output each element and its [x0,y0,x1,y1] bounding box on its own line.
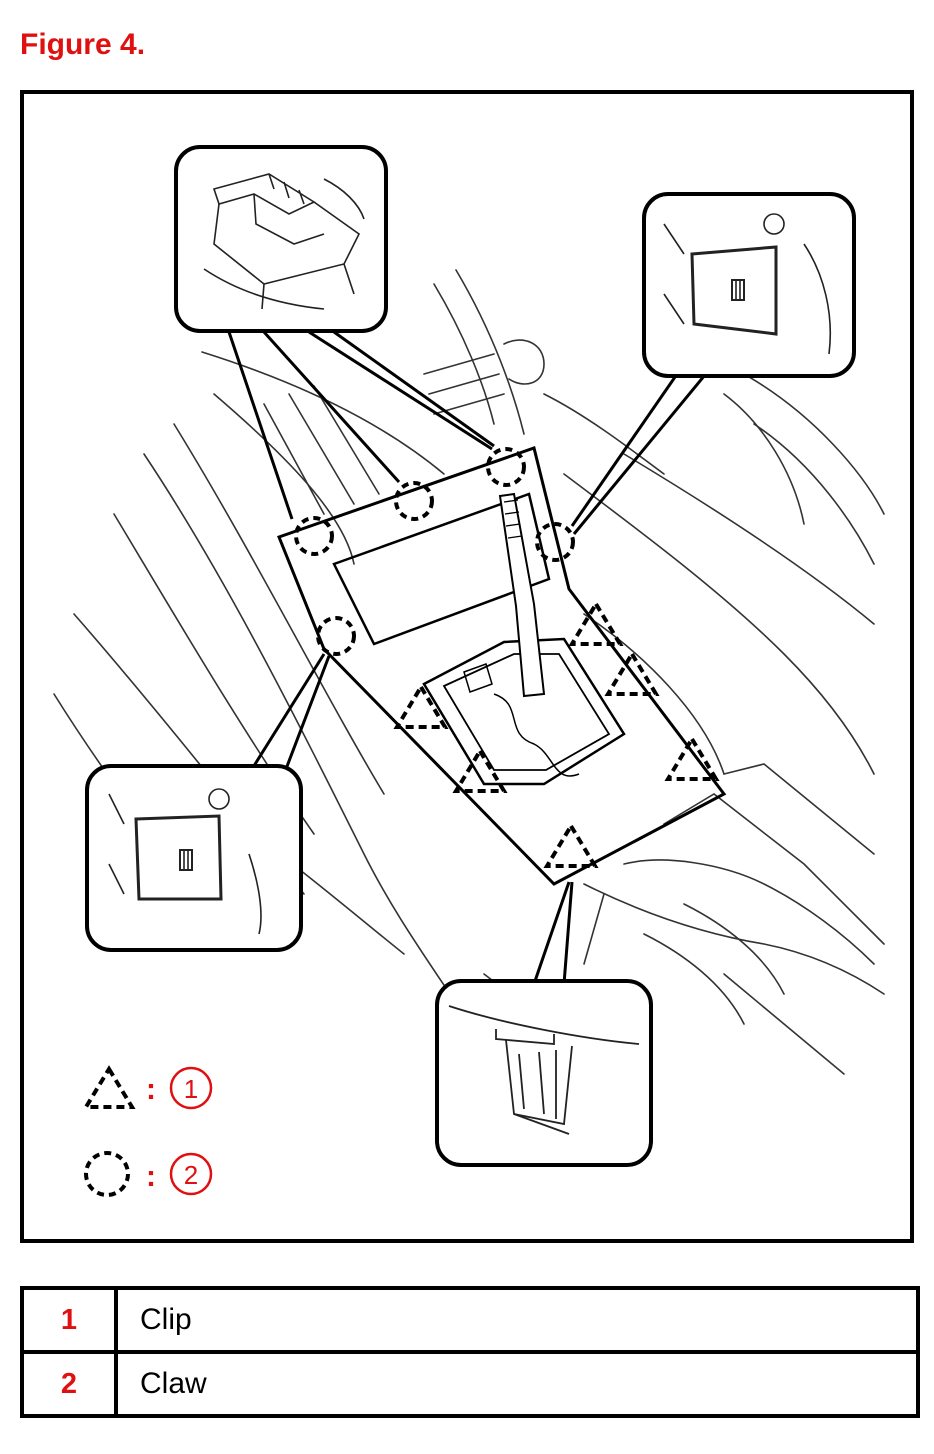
table-row: 1 Clip [20,1286,920,1354]
legend-marker-number: 2 [184,1160,198,1190]
claw-marker [316,616,356,656]
clip-marker [393,683,449,729]
clip-marker [452,747,508,793]
clip-markers [393,600,720,868]
console-diagram: : 1 : 2 [53,145,885,1197]
claw-marker [486,447,526,487]
legend-name: Claw [114,1350,920,1418]
table-row: 2 Claw [20,1350,920,1418]
clip-marker [568,600,624,646]
legend-marker-1: : 1 [82,1065,213,1110]
callout-claw-left [85,764,303,952]
callout-claw-top [174,145,388,333]
svg-text::: : [146,1073,156,1106]
svg-text::: : [146,1160,156,1193]
claw-marker [535,522,575,562]
legend-number-circle-icon [169,1066,213,1110]
clip-marker [604,650,660,696]
leader-lines [227,330,716,985]
claw-marker [294,516,334,556]
figure-title: Figure 4. [20,28,146,61]
legend-triangle-icon [82,1065,136,1109]
claw-markers [294,447,575,656]
legend-marker-2: : 2 [84,1151,213,1197]
legend-number: 2 [20,1350,118,1418]
callout-claw-right [642,192,856,378]
clip-marker [664,735,720,781]
claw-marker [394,481,434,521]
legend-name: Clip [114,1286,920,1354]
legend-marker-number: 1 [184,1074,198,1104]
clip-marker [543,822,599,868]
legend-table: 1 Clip 2 Claw [20,1286,920,1418]
diagram-frame: : 1 : 2 [20,90,914,1243]
callout-clip-bottom [435,979,653,1167]
legend-number: 1 [20,1286,118,1354]
legend-circle-icon [84,1151,130,1197]
legend-number-circle-icon [169,1152,213,1196]
